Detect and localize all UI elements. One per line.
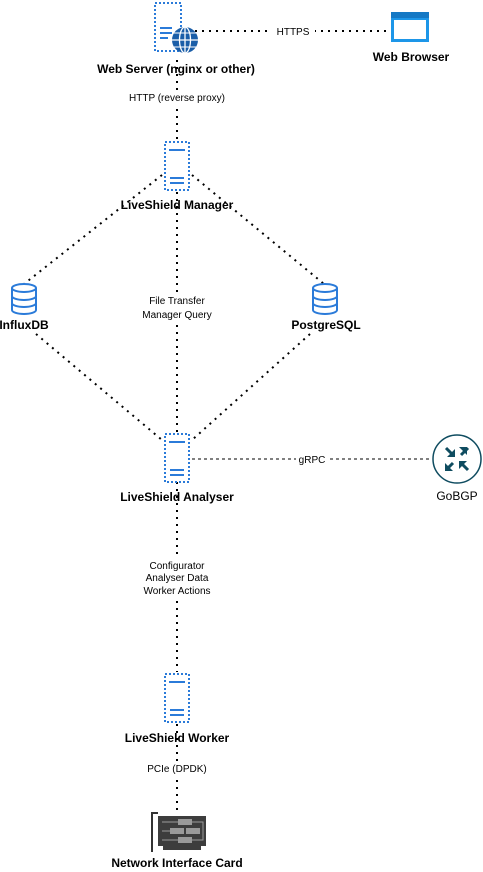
edge-label-file-transfer: File Transfer — [149, 296, 205, 307]
web-server-globe-icon — [154, 2, 198, 54]
edge-postgresql-analyser — [191, 333, 311, 441]
node-analyser[interactable]: LiveShield Analyser — [120, 433, 234, 504]
edge-manager-postgresql — [191, 174, 325, 285]
edge-label-analyser-data: Analyser Data — [146, 573, 209, 584]
network-card-icon — [151, 812, 206, 852]
gobgp-label: GoBGP — [436, 489, 477, 503]
database-icon — [312, 283, 338, 315]
edge-label-https: HTTPS — [277, 27, 310, 38]
connectors — [23, 30, 432, 815]
worker-label: LiveShield Worker — [125, 731, 230, 745]
node-manager[interactable]: LiveShield Manager — [121, 141, 234, 212]
node-postgresql[interactable]: PostgreSQL — [291, 283, 361, 332]
node-influxdb[interactable]: InfluxDB — [0, 283, 49, 332]
server-icon — [164, 673, 190, 723]
edge-label-configurator: Configurator — [149, 561, 205, 572]
influxdb-label: InfluxDB — [0, 318, 49, 332]
router-icon — [432, 434, 482, 484]
node-nic[interactable]: Network Interface Card — [111, 812, 243, 870]
edge-label-worker-actions: Worker Actions — [143, 586, 210, 597]
postgresql-label: PostgreSQL — [291, 318, 360, 332]
analyser-label: LiveShield Analyser — [120, 490, 234, 504]
server-icon — [164, 433, 190, 483]
web-browser-label: Web Browser — [373, 50, 450, 64]
nic-label: Network Interface Card — [111, 856, 242, 870]
database-icon — [11, 283, 37, 315]
node-web-browser[interactable]: Web Browser — [373, 12, 450, 64]
edge-labels: HTTPS HTTP (reverse proxy) File Transfer… — [118, 24, 328, 775]
node-worker[interactable]: LiveShield Worker — [125, 673, 230, 745]
manager-label: LiveShield Manager — [121, 198, 234, 212]
edge-label-grpc: gRPC — [299, 455, 326, 466]
edge-label-manager-query: Manager Query — [142, 310, 211, 321]
edge-label-http-proxy: HTTP (reverse proxy) — [129, 93, 225, 104]
node-web-server[interactable]: Web Server (nginx or other) — [97, 2, 255, 76]
edge-label-pcie: PCIe (DPDK) — [147, 764, 206, 775]
server-icon — [164, 141, 190, 191]
edge-influxdb-analyser — [35, 333, 163, 441]
edge-manager-influxdb — [23, 174, 163, 285]
node-gobgp[interactable]: GoBGP — [432, 434, 482, 503]
browser-window-icon — [391, 12, 429, 42]
web-server-label: Web Server (nginx or other) — [97, 62, 255, 76]
